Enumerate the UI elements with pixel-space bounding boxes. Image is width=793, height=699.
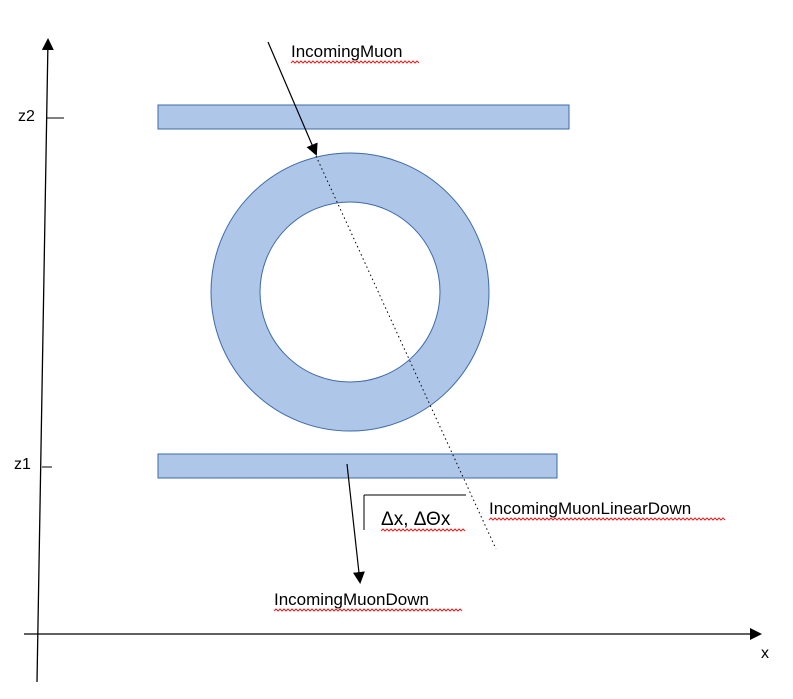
z-axis xyxy=(36,38,54,683)
ring-object xyxy=(210,152,490,432)
delta-spellcheck xyxy=(380,528,466,532)
incoming-muon-spellcheck xyxy=(290,60,420,64)
down-spellcheck xyxy=(273,608,463,612)
incoming-muon-linear-down-label: IncomingMuonLinearDown xyxy=(489,499,691,518)
z2-label: z2 xyxy=(18,108,35,125)
linear-down-spellcheck xyxy=(488,517,726,521)
delta-label: Δx, ΔΘx xyxy=(381,509,451,530)
lower-detector-plane xyxy=(157,453,558,479)
incoming-muon-arrow xyxy=(267,41,318,156)
x-axis-label: x xyxy=(761,645,769,662)
incoming-muon-label: IncomingMuon xyxy=(291,42,403,61)
linear-extrapolation-line xyxy=(315,155,497,550)
upper-detector-plane xyxy=(157,104,570,130)
incoming-muon-down-label: IncomingMuonDown xyxy=(274,590,429,609)
incoming-muon-down-arrow xyxy=(346,463,365,584)
z1-label: z1 xyxy=(14,456,31,473)
